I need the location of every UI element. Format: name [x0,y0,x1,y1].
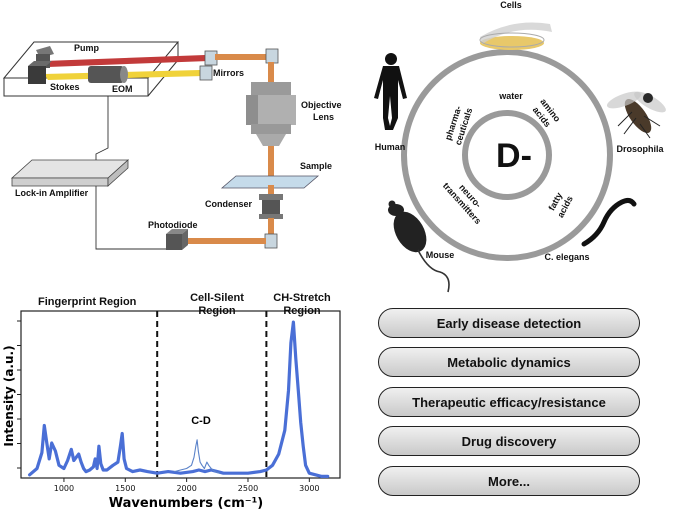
raman-spectrum-chart: 1000 1500 2000 2500 3000 C-D Intensity (a.u.… [2,310,341,511]
label-celegans: C. elegans [544,252,589,262]
spectrum-series [28,320,330,478]
x-tick-label: 1000 [54,484,74,493]
y-axis-label: Intensity (a.u.) [2,345,16,446]
outer-ring [401,49,613,261]
beam-bottom [268,218,274,235]
region-stretch-line1: CH-Stretch [273,292,331,304]
petri-dish-icon [479,22,552,50]
region-silent-line1: Cell-Silent [190,292,244,304]
label-drosophila: Drosophila [616,144,664,154]
label-pump: Pump [74,43,100,53]
label-photodiode: Photodiode [148,220,198,230]
ring-water: water [498,91,523,101]
app-more[interactable]: More... [378,466,640,496]
app-metabolic-dynamics[interactable]: Metabolic dynamics [378,347,640,377]
beam-low [268,185,274,197]
x-ticks: 1000 1500 2000 2500 3000 [54,478,320,493]
beam-to-photodiode [184,238,266,244]
y-ticks [17,320,21,469]
label-condenser: Condenser [205,199,253,209]
srs-setup-diagram [2,41,320,250]
label-stokes: Stokes [50,82,80,92]
label-human: Human [375,142,406,152]
app-early-disease-detection[interactable]: Early disease detection [378,308,640,338]
region-cell-silent: Cell-Silent Region [172,292,262,318]
stokes-laser [28,61,52,84]
spectrum-cd-line [173,439,221,474]
drosophila-icon [606,91,666,139]
human-icon [374,53,407,130]
combined-beam [215,54,267,60]
region-silent-line2: Region [198,305,236,317]
sample-slide [220,175,320,189]
label-lockin: Lock-in Amplifier [15,188,89,198]
label-objective-2: Lens [313,112,335,122]
label-objective-1: Objective [301,100,342,110]
label-mirrors: Mirrors [213,68,245,78]
inner-ring [462,110,552,200]
app-drug-discovery[interactable]: Drug discovery [378,426,640,456]
label-sample: Sample [300,161,333,171]
region-fingerprint: Fingerprint Region [38,296,136,309]
x-axis-label: Wavenumbers (cm⁻¹) [109,496,263,511]
condenser [259,194,283,219]
celegans-icon [581,197,637,247]
wheel-center: D- [496,137,532,175]
region-fingerprint-text: Fingerprint Region [38,296,137,308]
ring-neuro: neuro- transmitters [441,181,483,226]
label-eom: EOM [112,84,133,94]
label-mouse: Mouse [426,250,455,260]
label-cells: Cells [500,0,522,10]
photodiode [166,229,188,250]
deuterium-wheel: D- water amino acids pharma- ceuticals n… [374,0,666,293]
ring-fatty: fatty acids [546,191,574,219]
region-dividers [156,311,268,478]
x-tick-label: 2000 [176,484,196,493]
beam-mid [268,146,274,182]
signal-cables [95,96,166,250]
mouse-icon [388,200,450,293]
pump-beam [44,55,209,67]
annotation-cd: C-D [191,415,211,427]
lockin-amplifier [10,159,130,187]
region-ch-stretch: CH-Stretch Region [262,292,342,318]
x-tick-label: 1500 [115,484,135,493]
eom-modulator [88,66,128,83]
x-tick-label: 3000 [299,484,319,493]
spectrum-main-line [28,320,330,478]
region-stretch-line2: Region [283,305,321,317]
x-tick-label: 2500 [238,484,258,493]
app-therapeutic-efficacy[interactable]: Therapeutic efficacy/resistance [378,387,640,417]
beam-down [268,62,274,84]
objective-lens [246,82,296,146]
